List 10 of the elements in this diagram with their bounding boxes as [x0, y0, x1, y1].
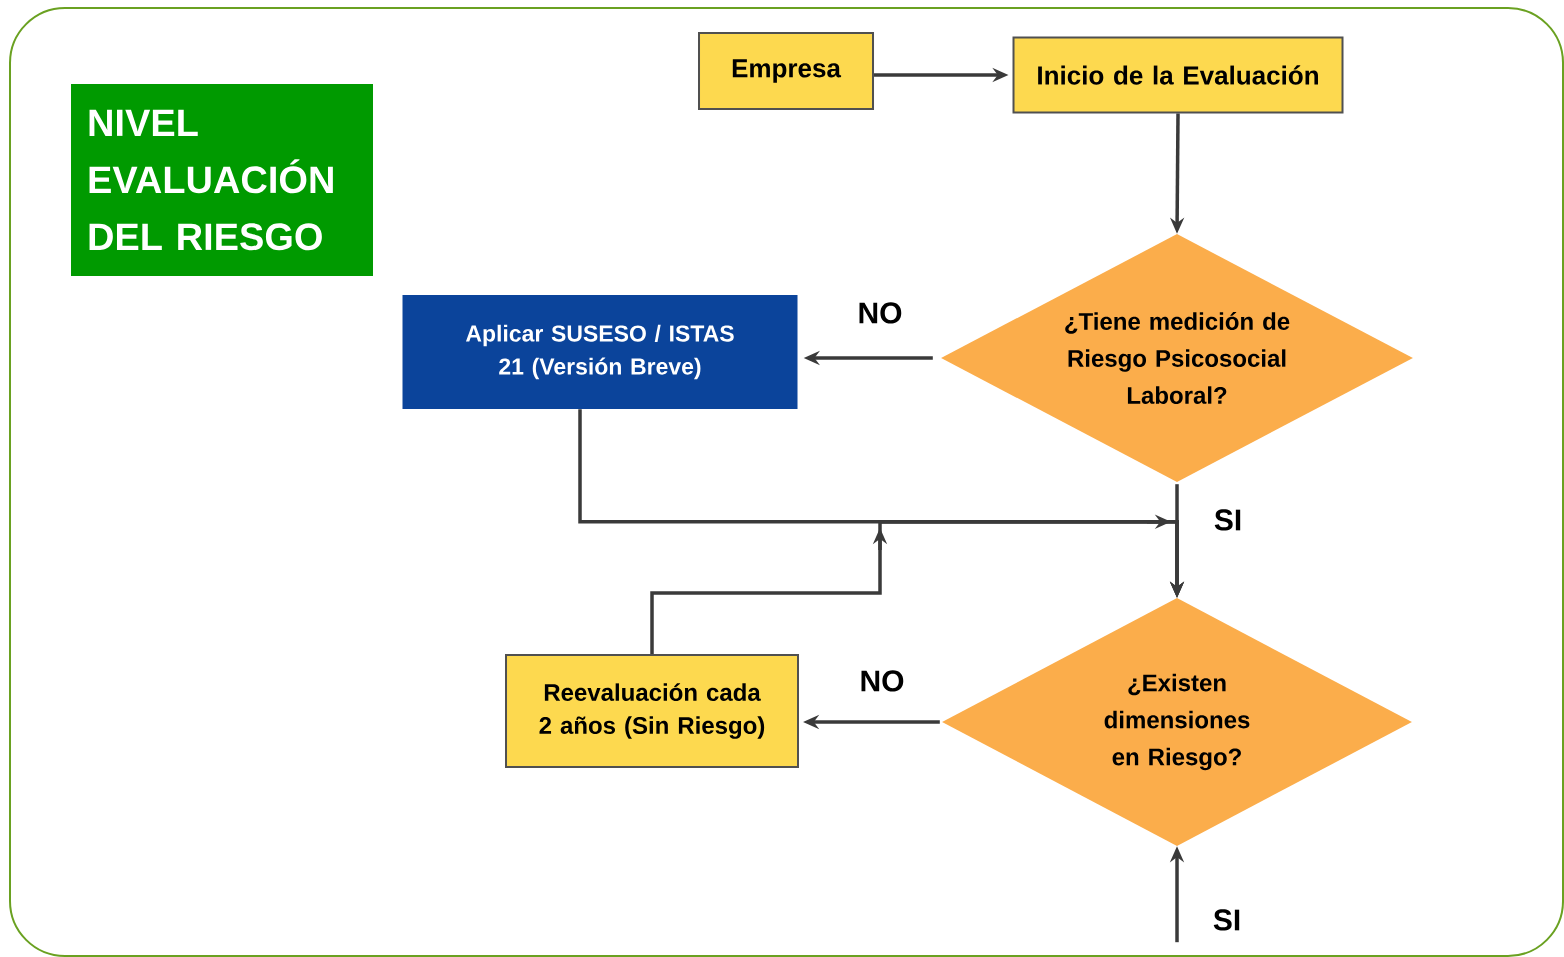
process-box: Reevaluación cada 2 años (Sin Riesgo) [505, 654, 799, 768]
edge-label: SI [1210, 907, 1244, 933]
edge-label: NO [857, 668, 907, 694]
process-box: Aplicar SUSESO / ISTAS 21 (Versión Breve) [402, 295, 798, 409]
edge-label: NO [855, 300, 905, 326]
process-box: Inicio de la Evaluación [1012, 36, 1344, 114]
process-box: Empresa [698, 32, 874, 110]
title-box: NIVEL EVALUACIÓN DEL RIESGO [71, 84, 373, 276]
edge-label: SI [1211, 507, 1245, 533]
arrow [650, 520, 1185, 654]
